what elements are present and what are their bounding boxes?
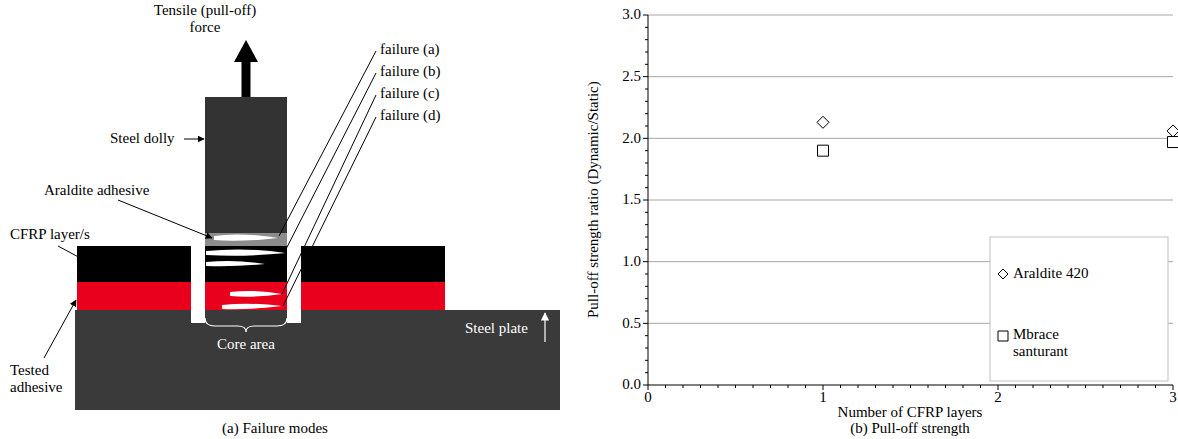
tested-adhesive	[205, 282, 287, 310]
cfrp-layer	[77, 246, 191, 282]
data-point	[1168, 137, 1178, 148]
leader-line	[544, 313, 545, 342]
grid-line	[648, 138, 1173, 139]
tested-adhesive	[77, 282, 191, 310]
part-label: Araldite adhesive	[44, 182, 149, 199]
failure-label: failure (c)	[380, 85, 440, 102]
axis-tick	[643, 200, 648, 201]
leader-line	[279, 51, 376, 236]
panel-caption: (a) Failure modes	[222, 420, 328, 437]
core-brace	[205, 318, 287, 332]
tick-label: 3	[1169, 389, 1177, 406]
cfrp-layer	[301, 246, 445, 282]
tick-label: 2	[994, 389, 1002, 406]
cfrp-layer	[205, 246, 287, 282]
data-point	[817, 116, 829, 128]
tick-label: 0.0	[622, 376, 641, 393]
legend-marker	[998, 269, 1008, 279]
force-label: Tensile (pull-off) force	[139, 2, 271, 37]
tick-label: 3.0	[622, 6, 641, 23]
axis-tick	[643, 138, 648, 139]
crack-d	[222, 304, 282, 309]
axis-tick	[643, 15, 648, 16]
grid-line	[648, 15, 1173, 16]
x-axis	[648, 385, 1173, 386]
axis-tick	[643, 261, 648, 262]
tick-label: 2.5	[622, 68, 641, 85]
leader-line	[44, 300, 76, 358]
scatter-chart	[643, 15, 1178, 390]
crack-b	[206, 261, 265, 266]
axis-tick	[643, 323, 648, 324]
legend-box	[990, 237, 1168, 381]
tick-label: 2.0	[622, 130, 641, 147]
leader-line	[58, 246, 84, 260]
part-label: CFRP layer/s	[10, 226, 90, 243]
part-label: Core area	[217, 336, 275, 353]
leader-line	[282, 95, 376, 294]
araldite-layer	[205, 233, 287, 246]
crack-b	[206, 249, 286, 255]
tick-label: 1	[819, 389, 827, 406]
tick-label: 0.5	[622, 315, 641, 332]
pull-off-specimen	[44, 40, 560, 410]
part-label: Tested adhesive	[10, 362, 72, 397]
data-point	[818, 145, 829, 156]
leader-line	[284, 73, 376, 253]
crack-a	[214, 234, 278, 240]
data-point	[1167, 125, 1178, 137]
panel-caption: (b) Pull-off strength	[850, 420, 970, 437]
force-arrow	[234, 40, 258, 62]
steel-plate	[75, 310, 560, 410]
failure-label: failure (b)	[380, 63, 440, 80]
axis-title: Pull-off strength ratio (Dynamic/Static)	[585, 80, 602, 320]
axis-title: Number of CFRP layers	[838, 404, 983, 421]
steel-dolly	[205, 97, 287, 233]
tick-label: 1.0	[622, 253, 641, 270]
failure-label: failure (a)	[380, 41, 440, 58]
crack-c	[230, 291, 282, 297]
axis-tick	[643, 76, 648, 77]
leader-line	[184, 139, 204, 140]
tick-label: 1.5	[622, 191, 641, 208]
part-label: Steel dolly	[110, 130, 175, 147]
axis-tick	[643, 385, 648, 386]
tick-label: 0	[644, 389, 652, 406]
failure-label: failure (d)	[380, 107, 440, 124]
legend-marker	[998, 331, 1008, 341]
legend-text: Mbrace santurant	[1013, 326, 1093, 361]
leader-line	[118, 200, 212, 238]
grid-line	[648, 76, 1173, 77]
grid-line	[648, 200, 1173, 201]
force-arrow	[242, 60, 251, 97]
part-label: Steel plate	[465, 320, 528, 337]
legend-text: Araldite 420	[1013, 265, 1163, 282]
groove	[191, 246, 205, 323]
tested-adhesive	[301, 282, 445, 310]
y-axis	[648, 15, 649, 385]
leader-line	[283, 117, 376, 306]
